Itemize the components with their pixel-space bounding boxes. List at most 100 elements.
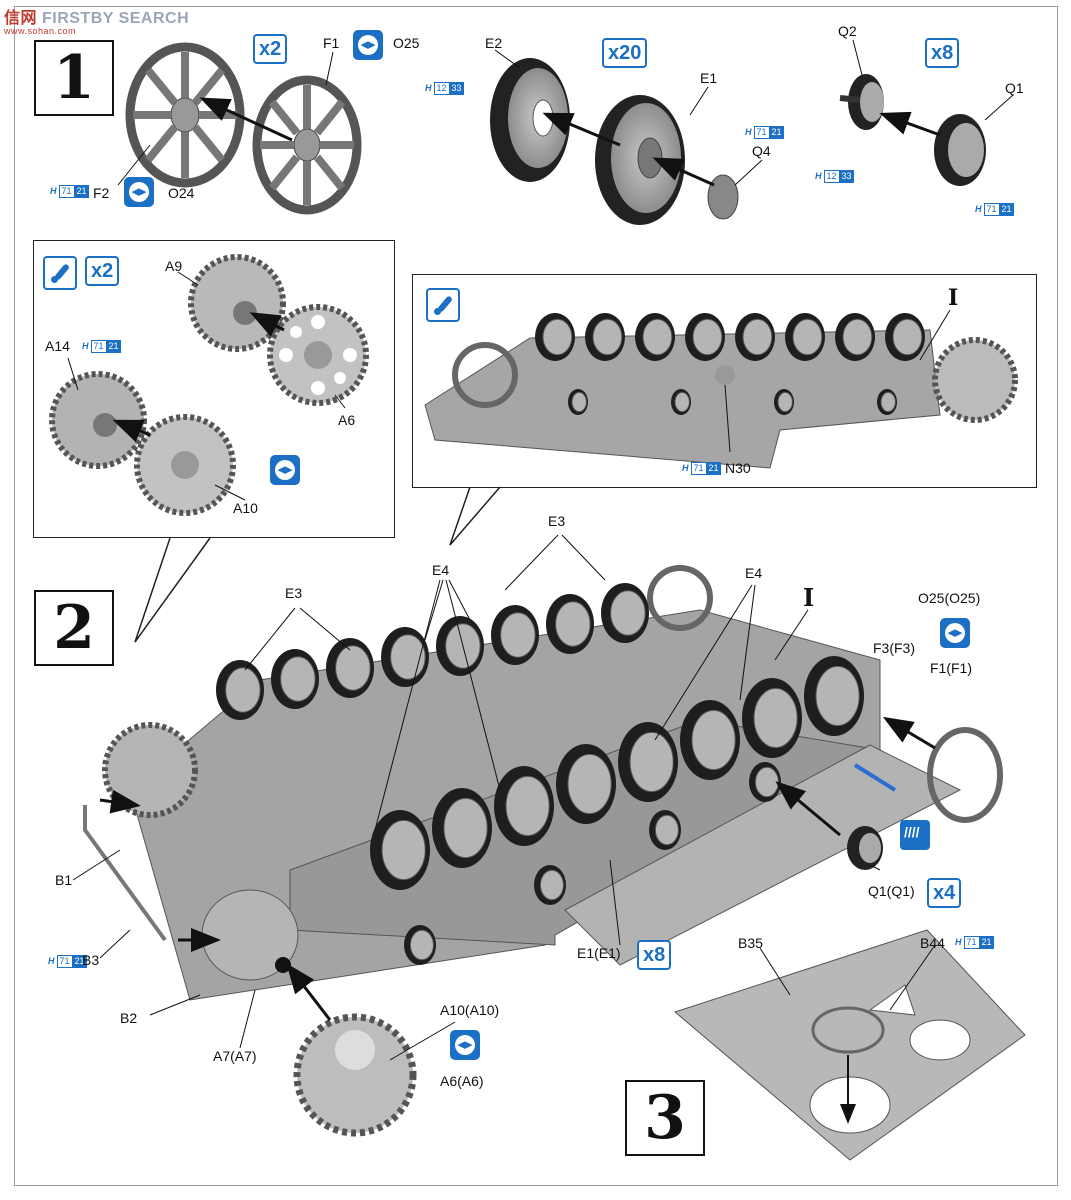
part-label: O24: [168, 185, 195, 201]
road-wheel-hub: [390, 634, 426, 680]
idler-wheel-f1: [252, 75, 362, 215]
part-label: A6(A6): [440, 1073, 484, 1089]
callout-sprockets: [33, 240, 395, 538]
part-label: F1(F1): [930, 660, 972, 676]
road-wheel-hub: [815, 665, 860, 727]
part-label: O25(O25): [918, 590, 981, 606]
part-label: B1: [55, 872, 73, 888]
road-wheel-hub: [892, 318, 923, 356]
quantity-multiplier: x2: [253, 34, 288, 64]
sprocket-a10: [134, 414, 236, 516]
part-label: Q1(Q1): [868, 883, 915, 899]
road-wheel-hub: [692, 318, 723, 356]
road-wheel-hub: [610, 590, 646, 636]
drive-sprocket-a10: [293, 1013, 417, 1137]
road-wheel-hub: [742, 318, 773, 356]
road-wheel-hub: [880, 391, 896, 413]
road-wheel-hub: [754, 766, 779, 798]
part-label: Q2: [838, 23, 857, 39]
road-wheel-hub: [335, 645, 371, 691]
idler-wheel-f2: [125, 42, 245, 188]
quantity-multiplier: x8: [637, 940, 672, 970]
road-wheel-e1: [595, 95, 685, 225]
part-label: E3: [548, 513, 566, 529]
idler-wheel-f1-main: [927, 727, 1003, 823]
part-label: B35: [738, 935, 763, 951]
belly-plate-b35: [673, 929, 1026, 1161]
road-wheel-hub: [753, 687, 798, 749]
hubcap-q4: [707, 174, 739, 220]
road-wheel-hub: [381, 819, 426, 881]
part-label: B3: [82, 952, 100, 968]
tow-bar-b3: [83, 805, 167, 942]
part-label: E2: [485, 35, 503, 51]
front-idler-top: [647, 565, 713, 631]
road-wheel-hub: [571, 391, 587, 413]
road-wheel-hub: [409, 929, 434, 961]
return-roller-q1-main: [847, 826, 883, 870]
detail-return-rollers: [568, 389, 897, 415]
part-label: B2: [120, 1010, 138, 1026]
sprocket-a6: [267, 304, 369, 406]
quantity-multiplier: x20: [602, 38, 648, 68]
callout-hull-side: [412, 274, 1037, 488]
road-wheel-hub: [542, 318, 573, 356]
part-label: O25: [393, 35, 420, 51]
part-label: I: [948, 285, 959, 311]
part-label: A9: [165, 258, 183, 274]
part-label: E4: [745, 565, 763, 581]
part-label: A6: [338, 412, 356, 428]
road-wheel-hub: [642, 318, 673, 356]
page-frame: [14, 6, 1058, 1186]
part-label: Q1: [1005, 80, 1024, 96]
road-wheel-hub: [629, 731, 674, 793]
return-roller-q2: [839, 74, 884, 130]
quantity-multiplier: x4: [927, 878, 962, 908]
road-wheel-hub: [842, 318, 873, 356]
part-label: F2: [93, 185, 110, 201]
road-wheel-hub: [592, 318, 623, 356]
part-label: Q4: [752, 143, 771, 159]
step-number-2: 2: [34, 590, 114, 666]
detail-road-wheels: [535, 313, 925, 361]
symmetric-assembly-icon: [450, 1030, 480, 1060]
part-label: A7(A7): [213, 1048, 257, 1064]
road-wheel-hub: [654, 814, 679, 846]
part-label: I: [803, 583, 815, 612]
front-road-wheels: [370, 656, 864, 890]
part-label: N30: [725, 460, 751, 476]
road-wheel-hub: [505, 775, 550, 837]
road-wheel-hub: [555, 601, 591, 647]
quantity-multiplier: x8: [925, 38, 960, 68]
road-wheel-hub: [691, 709, 736, 771]
road-wheel-hub: [225, 667, 261, 713]
part-label: A14: [45, 338, 70, 354]
bottom-return-rollers: [404, 762, 781, 965]
part-label: E4: [432, 562, 450, 578]
watermark: 信网 FIRSTBY SEARCH www.sohan.com: [4, 8, 190, 36]
road-wheel-hub: [792, 318, 823, 356]
paint-brush-icon: [43, 256, 77, 290]
part-label: F3(F3): [873, 640, 915, 656]
return-roller-q1: [934, 114, 986, 186]
tape-mask-icon: [900, 820, 930, 850]
road-wheel-hub: [443, 797, 488, 859]
part-label: A10: [233, 500, 258, 516]
ring-b44: [811, 1006, 885, 1054]
step-number-1: 1: [34, 40, 114, 116]
road-wheel-hub: [539, 869, 564, 901]
road-wheel-hub: [674, 391, 690, 413]
part-label: E1: [700, 70, 718, 86]
road-wheel-hub: [500, 612, 536, 658]
paint-brush-icon: [426, 288, 460, 322]
final-drive-a7: [201, 889, 299, 981]
part-label: F1: [323, 35, 340, 51]
